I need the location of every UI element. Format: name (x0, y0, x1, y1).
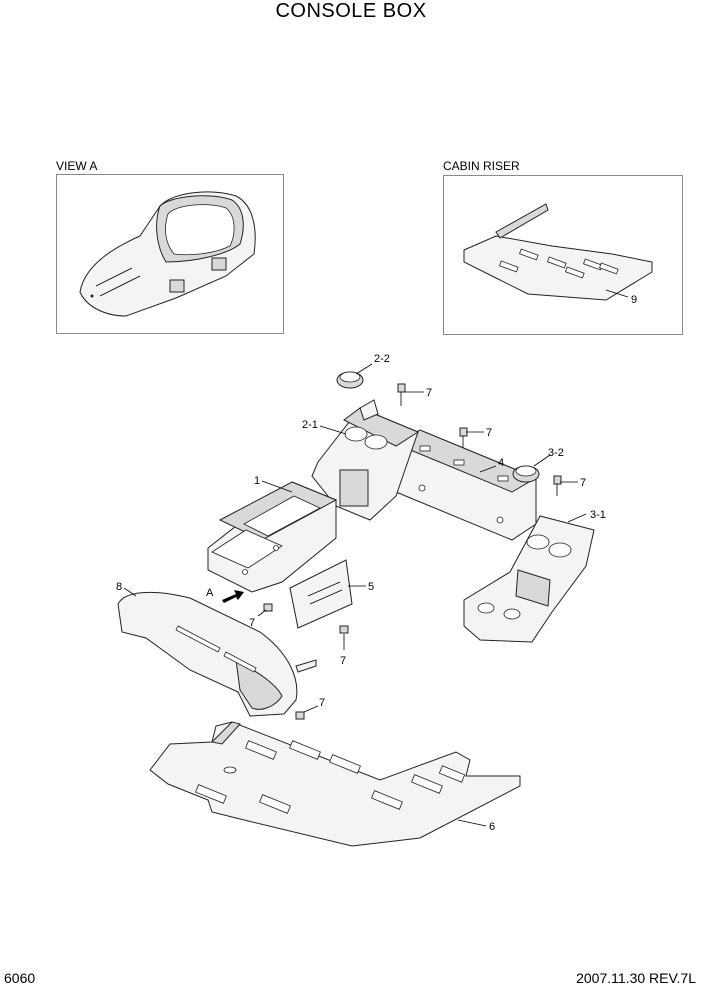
callout-7-d: 7 (249, 617, 255, 629)
callout-7-a: 7 (426, 387, 432, 399)
part-2-1-bracket (311, 399, 420, 521)
callout-labels: 2-2 7 2-1 7 3-2 4 7 3-1 1 5 8 A 7 7 7 6 (116, 353, 606, 833)
cabin-riser-drawing: 9 (463, 203, 653, 306)
page-title: CONSOLE BOX (275, 0, 427, 22)
view-a-label: VIEW A (56, 159, 98, 173)
callout-9: 9 (631, 294, 637, 306)
callout-6: 6 (489, 821, 495, 833)
revision-info: 2007.11.30 REV.7L (576, 970, 696, 986)
part-3-2-cap (512, 465, 540, 483)
callout-7-f: 7 (319, 697, 325, 709)
callout-2-2: 2-2 (374, 353, 390, 365)
part-2-2-cap (336, 371, 364, 389)
part-1-storage-box (207, 481, 338, 593)
callout-2-1: 2-1 (302, 419, 318, 431)
part-4-crossbar (394, 429, 538, 541)
callout-3-2: 3-2 (548, 447, 564, 459)
callout-view-a: A (206, 587, 214, 599)
callout-7-e: 7 (340, 655, 346, 667)
callout-7-b: 7 (486, 427, 492, 439)
leader-lines (123, 363, 587, 827)
part-6-riser-plate (149, 721, 521, 847)
callout-1: 1 (254, 475, 260, 487)
callout-3-1: 3-1 (590, 509, 606, 521)
part-8-console-cover (117, 591, 317, 717)
callout-4: 4 (498, 457, 504, 469)
part-3-1-bracket (463, 515, 595, 643)
page-number: 6060 (4, 970, 36, 986)
callout-8: 8 (116, 581, 122, 593)
callout-7-c: 7 (580, 477, 586, 489)
callout-5: 5 (368, 581, 374, 593)
view-a-cover-drawing (79, 191, 256, 317)
cabin-riser-label: CABIN RISER (443, 159, 520, 173)
part-5-plate (289, 559, 353, 629)
view-a-arrow (222, 590, 244, 603)
